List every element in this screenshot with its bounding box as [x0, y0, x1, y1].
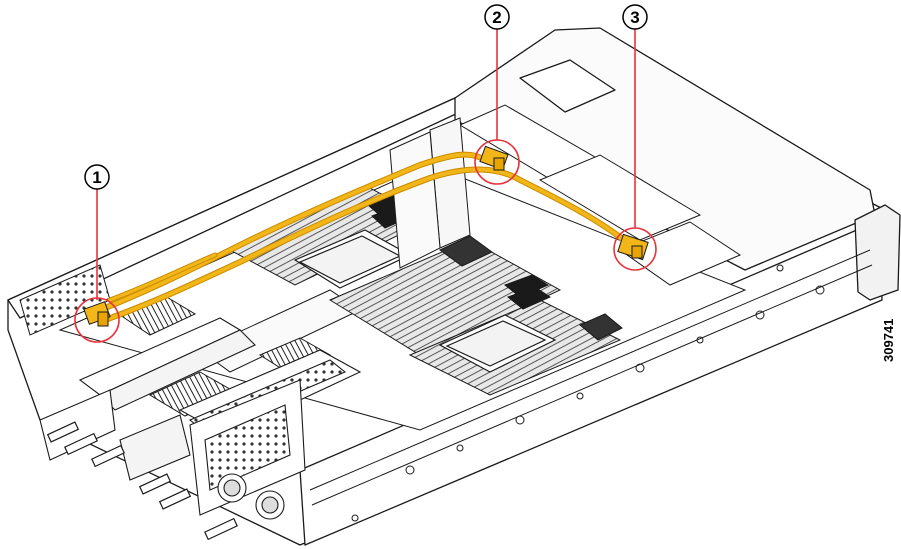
power-connector-left — [83, 301, 111, 327]
cpu-heatsink-2 — [438, 314, 557, 373]
callout-3-badge — [622, 4, 648, 30]
callout-1-badge — [84, 164, 110, 190]
callout-1: 1 — [74, 164, 120, 343]
callout-2-badge — [484, 4, 510, 30]
yellow-cable-harness — [97, 151, 633, 323]
cable-connector-middle — [479, 145, 509, 171]
cpu-heatsink-1 — [293, 229, 412, 289]
callout-3-ring — [613, 227, 657, 271]
chipset-heatsink — [118, 235, 623, 417]
callout-1-number: 1 — [92, 168, 101, 187]
callout-3-number: 3 — [630, 8, 639, 27]
callout-2-ring — [474, 139, 520, 185]
rear-cables — [46, 421, 238, 541]
dimm-bank-center — [328, 239, 562, 356]
rear-io-area — [39, 379, 306, 520]
side-wall-details — [309, 249, 873, 522]
callout-3: 3 — [613, 4, 657, 271]
callout-1-ring — [74, 297, 120, 343]
psu-bay-internals — [389, 104, 742, 286]
callout-2-number: 2 — [492, 8, 501, 27]
cable-connector-right — [617, 233, 649, 261]
callout-2: 2 — [474, 4, 520, 185]
figure-id: 309741 — [881, 319, 896, 362]
